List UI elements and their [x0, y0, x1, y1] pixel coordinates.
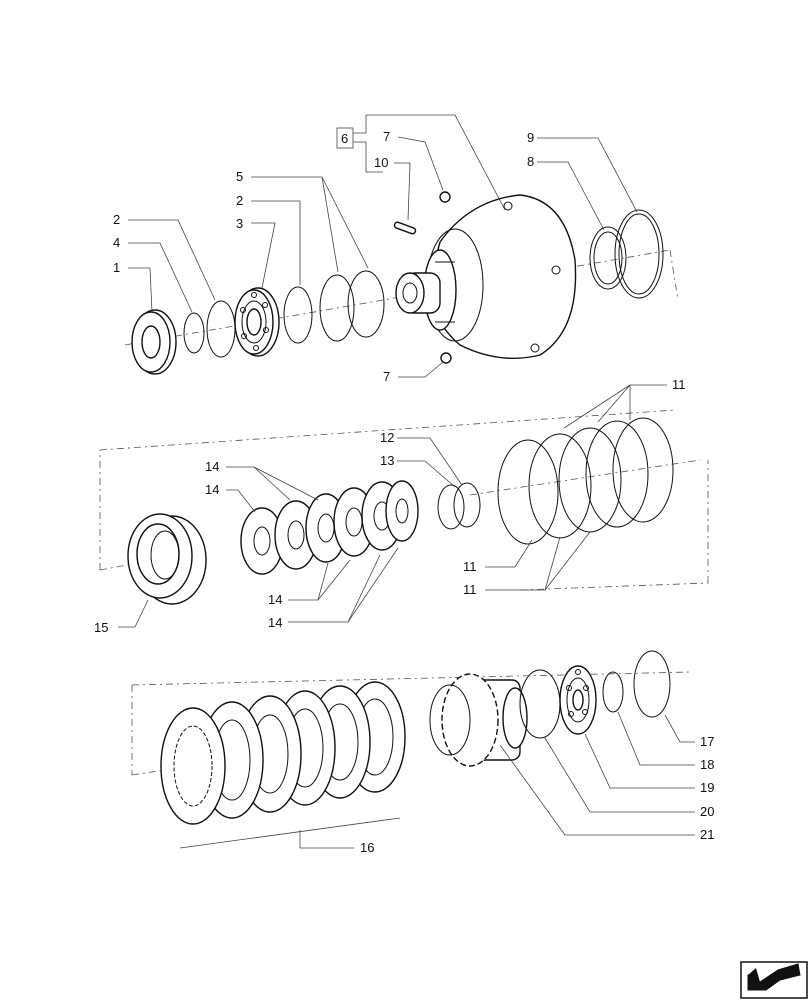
part-8-seal-ring	[589, 226, 627, 290]
group-middle	[99, 384, 709, 628]
part-16-clutch-plates	[160, 681, 406, 825]
part-2-snap-ring	[206, 300, 236, 358]
label-2b: 2	[236, 193, 243, 208]
part-6-clutch-housing	[395, 194, 577, 359]
part-12-13-rings	[437, 482, 481, 530]
part-14-washers	[240, 480, 419, 575]
label-14c: 14	[268, 592, 282, 607]
label-18: 18	[700, 757, 714, 772]
label-7b: 7	[383, 369, 390, 384]
part-18-snap-ring	[602, 671, 624, 713]
label-19: 19	[700, 780, 714, 795]
label-16: 16	[360, 840, 374, 855]
label-10: 10	[374, 155, 388, 170]
label-1: 1	[113, 260, 120, 275]
part-21-hub	[429, 673, 528, 767]
label-9: 9	[527, 130, 534, 145]
label-11b: 11	[463, 559, 477, 574]
label-20: 20	[700, 804, 714, 819]
label-8: 8	[527, 154, 534, 169]
part-7-balls	[439, 191, 452, 364]
label-7a: 7	[383, 129, 390, 144]
label-13: 13	[380, 453, 394, 468]
part-10-pin	[393, 221, 417, 235]
group-top	[124, 114, 679, 378]
part-4-snap-ring	[183, 312, 205, 354]
label-5: 5	[236, 169, 243, 184]
part-17-snap-ring	[633, 650, 671, 718]
label-6: 6	[341, 131, 348, 146]
label-11c: 11	[463, 582, 477, 597]
part-11-springs	[497, 417, 674, 545]
label-15: 15	[94, 620, 108, 635]
part-3-bearing	[234, 287, 280, 357]
part-5-snap-rings	[319, 270, 385, 342]
callout-labels: 1 4 2 3 2 5 6 7 10 7 9 8 11 12 13 14 14 …	[94, 129, 714, 855]
part-9-seal-ring	[614, 209, 664, 299]
label-14d: 14	[268, 615, 282, 630]
label-2a: 2	[113, 212, 120, 227]
label-4: 4	[113, 235, 120, 250]
label-17: 17	[700, 734, 714, 749]
part-19-bearing	[559, 665, 597, 735]
arrow-icon[interactable]	[740, 961, 808, 999]
part-2b-snap-ring	[283, 286, 313, 344]
label-3: 3	[236, 216, 243, 231]
label-14b: 14	[205, 482, 219, 497]
part-15-sleeve	[127, 513, 207, 605]
label-11a: 11	[672, 377, 686, 392]
label-12: 12	[380, 430, 394, 445]
label-14a: 14	[205, 459, 219, 474]
group-bottom	[131, 650, 695, 849]
part-1-washer	[131, 309, 177, 375]
label-21: 21	[700, 827, 714, 842]
